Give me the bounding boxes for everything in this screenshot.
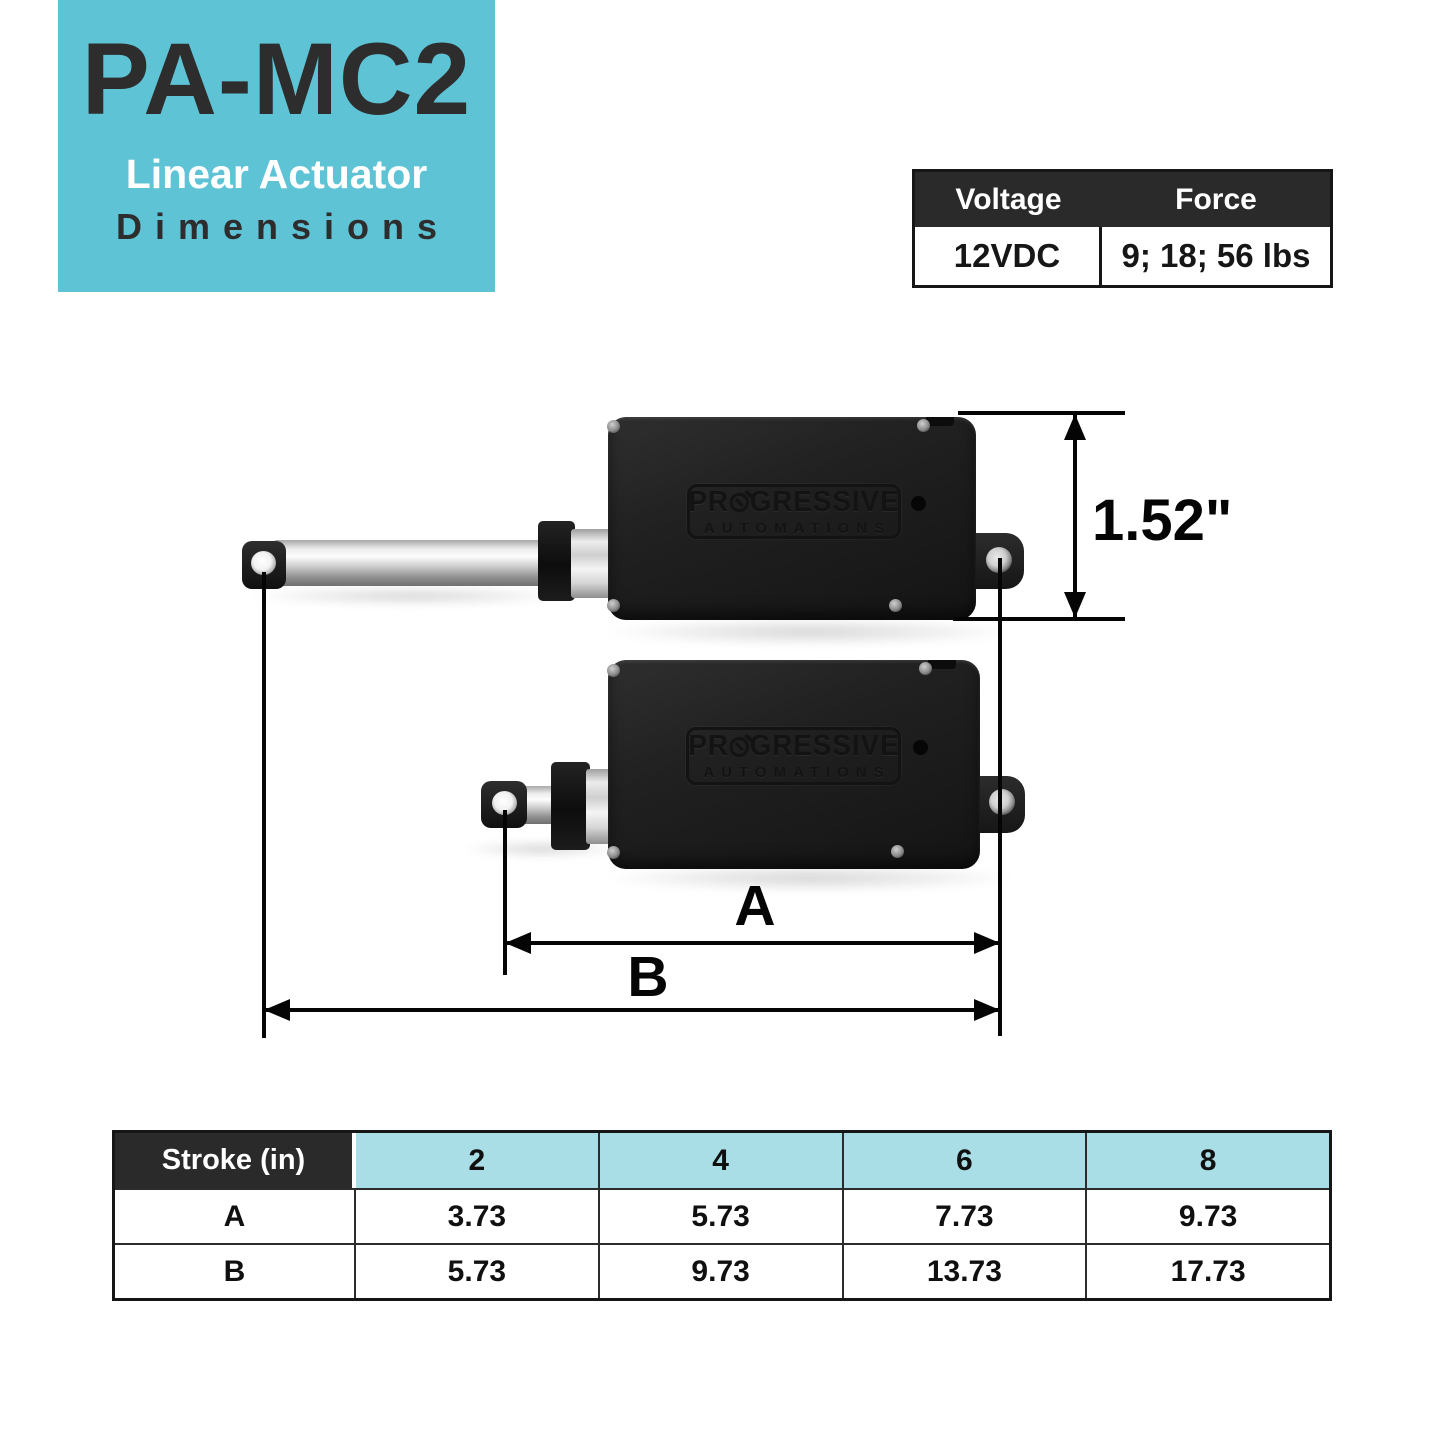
ext-line-right	[998, 558, 1002, 1036]
b-dim-arrow-left	[264, 999, 290, 1021]
row-a-value-1: 3.73	[447, 1199, 507, 1233]
actuator2-notch	[928, 660, 956, 669]
height-dim-ext-top	[958, 411, 1125, 415]
actuator2-screw-bl	[607, 846, 620, 859]
actuator1-shaft-shadow	[245, 586, 575, 606]
brand-logo-line1: PR GRESSIVE	[688, 732, 899, 761]
brand-text-post: GRESSIVE	[749, 485, 900, 518]
row-a-label: A	[115, 1190, 356, 1243]
actuator1-shaft	[273, 540, 545, 586]
brand-logo-line2: AUTOMATIONS	[703, 764, 891, 781]
row-a-value-4: 9.73	[1085, 1190, 1329, 1243]
actuator1-notch	[926, 417, 954, 426]
actuator2-screw-tl	[607, 664, 620, 677]
spec-value-force: 9; 18; 56 lbs	[1121, 237, 1311, 274]
actuator1-housing	[608, 417, 976, 620]
height-dim-arrow-down	[1064, 592, 1086, 618]
stroke-table-row-b: B 5.73 9.73 13.73 17.73	[115, 1243, 1329, 1298]
title-banner: PA-MC2 Linear Actuator Dimensions	[58, 0, 495, 292]
magnifier-o-icon	[729, 492, 749, 513]
brand-logo-line1: PR GRESSIVE	[688, 485, 900, 518]
spec-value-voltage: 12VDC	[915, 227, 1102, 285]
b-dim-label: B	[627, 945, 669, 1009]
actuator1-collar	[538, 521, 575, 601]
spec-table-value-row: 12VDC 9; 18; 56 lbs	[915, 227, 1330, 285]
actuator2-port-dot	[913, 740, 928, 755]
actuator1-screw-tl	[607, 420, 620, 433]
banner-subtitle-2: Dimensions	[115, 206, 451, 247]
stroke-header-6: 6	[841, 1133, 1086, 1188]
actuator2-brand-panel: PR GRESSIVE AUTOMATIONS	[686, 727, 901, 785]
actuator1-shadow	[600, 618, 1020, 646]
actuator2-housing	[608, 660, 980, 869]
a-dim-arrow-right	[974, 932, 1000, 954]
stroke-table-row-a: A 3.73 5.73 7.73 9.73	[115, 1188, 1329, 1243]
height-dim-line	[1073, 414, 1077, 618]
stroke-header-label: Stroke (in)	[115, 1133, 356, 1188]
height-dim-ext-bottom	[953, 617, 1125, 621]
spec-table-header-row: Voltage Force	[915, 172, 1330, 227]
actuator1-rod-end-hole	[251, 551, 276, 575]
row-a-value-3: 7.73	[841, 1190, 1086, 1243]
a-dim-arrow-left	[505, 932, 531, 954]
row-b-value-3: 13.73	[841, 1245, 1086, 1298]
row-b-value-1: 5.73	[447, 1254, 507, 1288]
stroke-header-8: 8	[1085, 1133, 1329, 1188]
spec-header-voltage: Voltage	[955, 182, 1062, 216]
a-dim-line	[505, 941, 1000, 945]
brand-text-post: GRESSIVE	[749, 730, 900, 762]
b-dim-arrow-right	[974, 999, 1000, 1021]
actuator1-hex-tube	[571, 529, 613, 598]
spec-header-force: Force	[1175, 182, 1257, 216]
spec-table: Voltage Force 12VDC 9; 18; 56 lbs	[912, 169, 1333, 288]
banner-subtitle-1: Linear Actuator	[125, 151, 428, 197]
actuator2-screw-tr	[919, 662, 932, 675]
ext-line-left	[262, 572, 266, 1038]
row-b-value-4: 17.73	[1085, 1245, 1329, 1298]
magnifier-o-icon	[729, 737, 749, 757]
row-b-value-2: 9.73	[597, 1245, 842, 1298]
actuator1-port-dot	[911, 496, 926, 511]
model-name: PA-MC2	[81, 22, 472, 136]
b-dim-line	[264, 1008, 1000, 1012]
stroke-table: Stroke (in) 2 4 6 8 A 3.73 5.73 7.73 9.7…	[112, 1130, 1332, 1301]
brand-text-pre: PR	[688, 485, 730, 518]
stroke-header-4: 4	[597, 1133, 842, 1188]
stroke-table-header-row: Stroke (in) 2 4 6 8	[115, 1133, 1329, 1188]
height-dim-arrow-up	[1064, 414, 1086, 440]
a-dim-label: A	[734, 874, 776, 938]
actuator2-collar	[551, 762, 590, 850]
stroke-header-2: 2	[356, 1133, 598, 1188]
height-dim-label: 1.52"	[1092, 488, 1233, 553]
actuator2-ear-hole	[989, 789, 1015, 815]
actuator1-screw-bl	[607, 599, 620, 612]
actuator2-screw-br	[891, 845, 904, 858]
ext-line-mid	[503, 810, 507, 975]
actuator1-brand-panel: PR GRESSIVE AUTOMATIONS	[687, 484, 901, 539]
actuator1-screw-br	[889, 599, 902, 612]
row-a-value-2: 5.73	[597, 1190, 842, 1243]
actuator1-screw-tr	[917, 419, 930, 432]
row-b-label: B	[115, 1245, 356, 1298]
brand-logo-line2: AUTOMATIONS	[703, 519, 892, 537]
brand-text-pre: PR	[687, 730, 729, 762]
